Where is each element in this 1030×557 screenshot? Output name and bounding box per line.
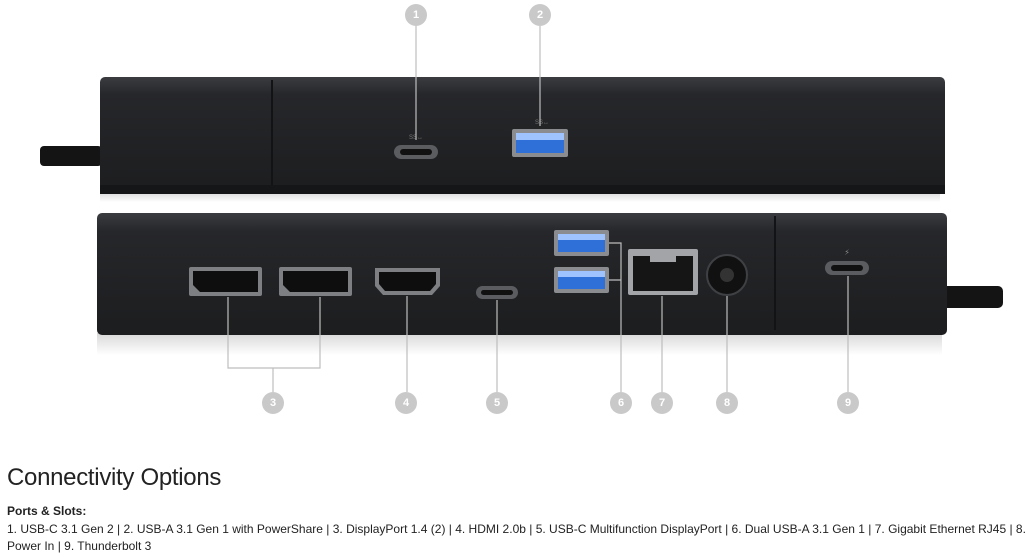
svg-text:⚡: ⚡ (844, 248, 850, 257)
section-title: Connectivity Options (7, 464, 222, 491)
svg-text:1: 1 (413, 9, 419, 21)
svg-text:9: 9 (845, 397, 851, 409)
power-in-port (706, 254, 748, 296)
usb-c-displayport (476, 286, 518, 299)
dock-product-image: SS↔ SS↔ (40, 4, 1003, 414)
svg-text:4: 4 (403, 397, 410, 409)
usb-a-dual (554, 230, 609, 293)
callout-1: 1 (405, 4, 427, 26)
svg-text:7: 7 (659, 397, 665, 409)
usb-a-port-front: SS↔ (512, 120, 568, 157)
displayport-1 (189, 267, 262, 296)
callout-6: 6 (610, 392, 632, 414)
ports-subtitle: Ports & Slots: (7, 504, 87, 518)
svg-text:5: 5 (494, 397, 500, 409)
power-cable (40, 146, 102, 166)
hdmi-port (375, 268, 440, 295)
callout-5: 5 (486, 392, 508, 414)
ports-description: 1. USB-C 3.1 Gen 2 | 2. USB-A 3.1 Gen 1 … (7, 522, 1026, 553)
usb-c-cable (940, 286, 1003, 308)
displayport-2 (279, 267, 352, 296)
dock-front-view: SS↔ SS↔ (40, 77, 945, 202)
dock-back-view: ⚡ (97, 213, 1003, 355)
callout-8: 8 (716, 392, 738, 414)
callout-3: 3 (262, 392, 284, 414)
ethernet-port (628, 249, 698, 295)
callout-9: 9 (837, 392, 859, 414)
leader-lines (227, 26, 849, 392)
svg-text:2: 2 (537, 9, 543, 21)
callout-4: 4 (395, 392, 417, 414)
callout-2: 2 (529, 4, 551, 26)
callout-7: 7 (651, 392, 673, 414)
svg-text:6: 6 (618, 397, 624, 409)
svg-text:SS↔: SS↔ (535, 120, 549, 126)
thunderbolt-port: ⚡ (825, 248, 869, 275)
svg-text:8: 8 (724, 397, 730, 409)
svg-text:3: 3 (270, 397, 276, 409)
